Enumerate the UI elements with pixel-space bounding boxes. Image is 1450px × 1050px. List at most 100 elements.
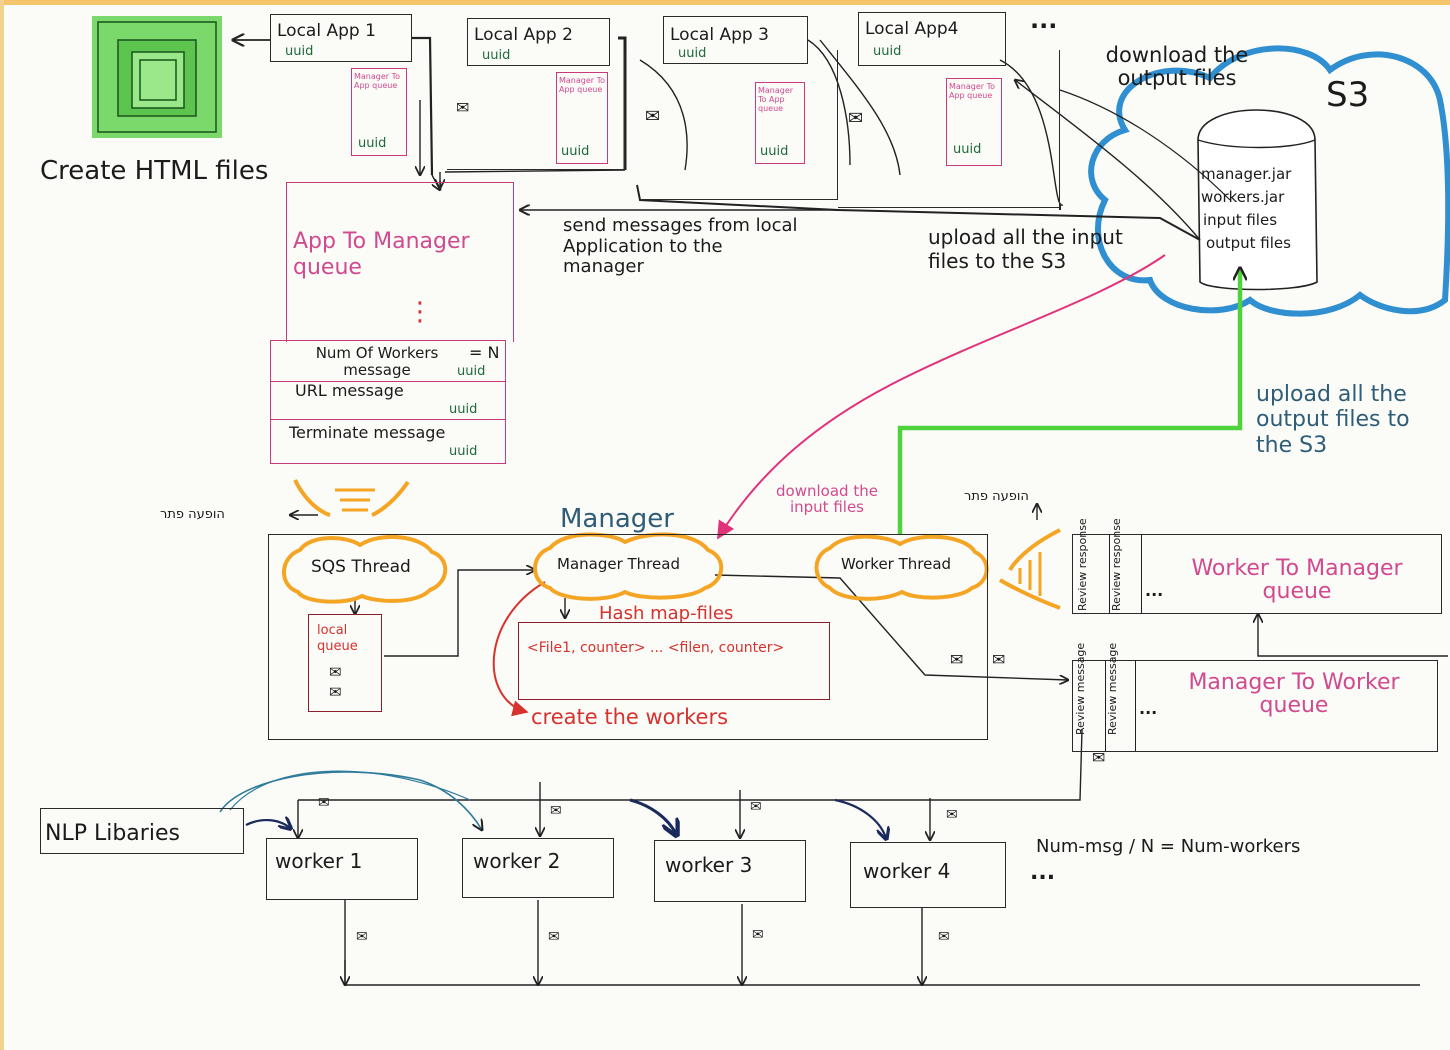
sqs-thread-label: SQS Thread xyxy=(311,557,411,577)
review-response-2: Review response xyxy=(1110,518,1123,611)
review-response-ellipsis: ... xyxy=(1145,581,1164,600)
manager-thread-label: Manager Thread xyxy=(557,555,680,573)
envelope-icon: ✉ xyxy=(318,795,330,811)
local-queue: local queue ✉ ✉ xyxy=(308,614,382,712)
manager-box: SQS Thread Manager Thread Worker Thread … xyxy=(268,534,988,740)
paper-edge-top xyxy=(0,0,1450,5)
manager-to-app-queue-2-label: Manager To App queue xyxy=(559,76,606,94)
manager-to-app-queue-1: Manager To App queue uuid xyxy=(351,68,407,156)
manager-title: Manager xyxy=(560,504,674,534)
local-app-2-frame xyxy=(447,50,625,170)
local-app-1-name: Local App 1 xyxy=(277,21,376,41)
manager-thread-cloud xyxy=(533,532,724,601)
app-to-manager-queue-title: App To Manager queue xyxy=(293,229,470,281)
worker-4[interactable]: worker 4 xyxy=(850,842,1006,908)
local-app-2-name: Local App 2 xyxy=(474,25,573,45)
manager-to-worker-title: Manager To Worker queue xyxy=(1188,670,1400,719)
s3-file-input-files: input files xyxy=(1203,211,1278,229)
envelope-icon: ✉ xyxy=(946,807,958,823)
paper-edge-left xyxy=(0,0,4,1050)
manager-to-app-queue-3-uuid: uuid xyxy=(760,144,789,159)
hebrew-label-right: הופעה פתר xyxy=(964,489,1029,504)
send-messages-label: send messages from local Application to … xyxy=(563,215,798,278)
local-app-4-uuid: uuid xyxy=(873,44,902,59)
manager-to-app-queue-1-label: Manager To App queue xyxy=(354,72,401,90)
review-message-ellipsis: ... xyxy=(1139,699,1158,718)
manager-to-app-queue-4-uuid: uuid xyxy=(953,142,982,157)
s3-bucket-cylinder xyxy=(1197,109,1318,291)
num-of-workers-uuid: uuid xyxy=(457,364,486,379)
review-response-1: Review response xyxy=(1076,518,1089,611)
nlp-libraries-box: NLP Libaries xyxy=(40,808,244,854)
envelope-icon: ✉ xyxy=(356,929,368,945)
local-app-4[interactable]: Local App4 uuid xyxy=(858,12,1006,66)
local-app-2-uuid: uuid xyxy=(482,48,511,63)
s3-file-output-files: output files xyxy=(1206,234,1291,252)
manager-to-app-queue-3-label: Manager To App queue xyxy=(758,86,794,113)
nlp-libraries-label: NLP Libaries xyxy=(45,821,180,846)
local-app-4-name: Local App4 xyxy=(865,19,959,39)
local-app-2[interactable]: Local App 2 uuid xyxy=(467,18,610,66)
manager-to-app-queue-2-uuid: uuid xyxy=(561,144,590,159)
envelope-icon: ✉ xyxy=(456,98,470,117)
review-message-2: Review message xyxy=(1106,642,1119,735)
upload-input-label: upload all the input files to the S3 xyxy=(928,225,1123,273)
s3-file-workers-jar: workers.jar xyxy=(1201,188,1285,206)
envelope-icon: ✉ xyxy=(329,663,342,681)
manager-to-worker-queue: Review message Review message ... Manage… xyxy=(1072,643,1438,752)
manager-to-app-queue-4-label: Manager To App queue xyxy=(949,82,996,100)
num-of-workers-equals-n: = N xyxy=(469,343,500,362)
local-apps-ellipsis: ... xyxy=(1030,6,1058,34)
download-input-label: download the input files xyxy=(776,482,878,516)
worker-to-manager-queue: Review response Review response ... Work… xyxy=(1072,518,1442,614)
app-to-manager-messages: Num Of Workers message = N uuid URL mess… xyxy=(270,340,506,464)
workers-formula: Num-msg / N = Num-workers xyxy=(1036,836,1301,857)
upload-output-label: upload all the output files to the S3 xyxy=(1256,382,1410,458)
envelope-icon: ✉ xyxy=(548,929,560,945)
envelope-icon: ✉ xyxy=(752,927,764,943)
s3-cloud-outline xyxy=(1088,45,1450,317)
worker-3-label: worker 3 xyxy=(665,853,753,877)
review-message-1: Review message xyxy=(1074,642,1087,735)
worker-1-label: worker 1 xyxy=(275,849,363,873)
manager-to-app-queue-4: Manager To App queue uuid xyxy=(946,78,1002,166)
hashmap-content: <File1, counter> ... <filen, counter> xyxy=(527,640,785,656)
worker-2[interactable]: worker 2 xyxy=(462,838,614,898)
s3-title: S3 xyxy=(1326,75,1370,115)
hashmap-title: Hash map-files xyxy=(599,603,734,624)
envelope-icon: ✉ xyxy=(1092,748,1106,767)
envelope-icon: ✉ xyxy=(550,803,562,819)
worker-thread-cloud xyxy=(814,534,989,601)
hashmap-box: <File1, counter> ... <filen, counter> xyxy=(518,622,830,700)
local-app-3[interactable]: Local App 3 uuid xyxy=(663,16,808,64)
manager-to-app-queue-2: Manager To App queue uuid xyxy=(556,72,608,164)
num-of-workers-message: Num Of Workers message xyxy=(315,344,439,380)
envelope-icon: ✉ xyxy=(848,108,864,129)
worker-thread-label: Worker Thread xyxy=(841,555,952,573)
worker-to-manager-title: Worker To Manager queue xyxy=(1191,556,1403,605)
create-workers-label: create the workers xyxy=(531,705,729,729)
html-files-label: Create HTML files xyxy=(40,156,269,186)
app-to-manager-queue: App To Manager queue ⋮ xyxy=(286,182,514,342)
local-app-1-uuid: uuid xyxy=(285,44,314,59)
queue-dots: ⋮ xyxy=(407,297,433,327)
envelope-icon: ✉ xyxy=(938,929,950,945)
manager-to-app-queue-3: Manager To App queue uuid xyxy=(755,82,805,164)
local-app-1[interactable]: Local App 1 uuid xyxy=(270,14,412,62)
s3-file-manager-jar: manager.jar xyxy=(1201,165,1292,183)
local-app-3-name: Local App 3 xyxy=(670,25,769,45)
terminate-message: Terminate message xyxy=(289,423,446,442)
url-message-uuid: uuid xyxy=(449,402,478,417)
sqs-thread-cloud xyxy=(282,534,448,604)
url-message: URL message xyxy=(295,381,404,400)
worker-1[interactable]: worker 1 xyxy=(266,838,418,900)
worker-3[interactable]: worker 3 xyxy=(654,840,806,902)
envelope-icon: ✉ xyxy=(645,106,661,127)
worker-2-label: worker 2 xyxy=(473,849,561,873)
envelope-icon: ✉ xyxy=(950,650,964,669)
local-app-3-uuid: uuid xyxy=(678,46,707,61)
terminate-message-uuid: uuid xyxy=(449,444,478,459)
workers-ellipsis: ... xyxy=(1030,860,1056,885)
envelope-icon: ✉ xyxy=(992,650,1006,669)
